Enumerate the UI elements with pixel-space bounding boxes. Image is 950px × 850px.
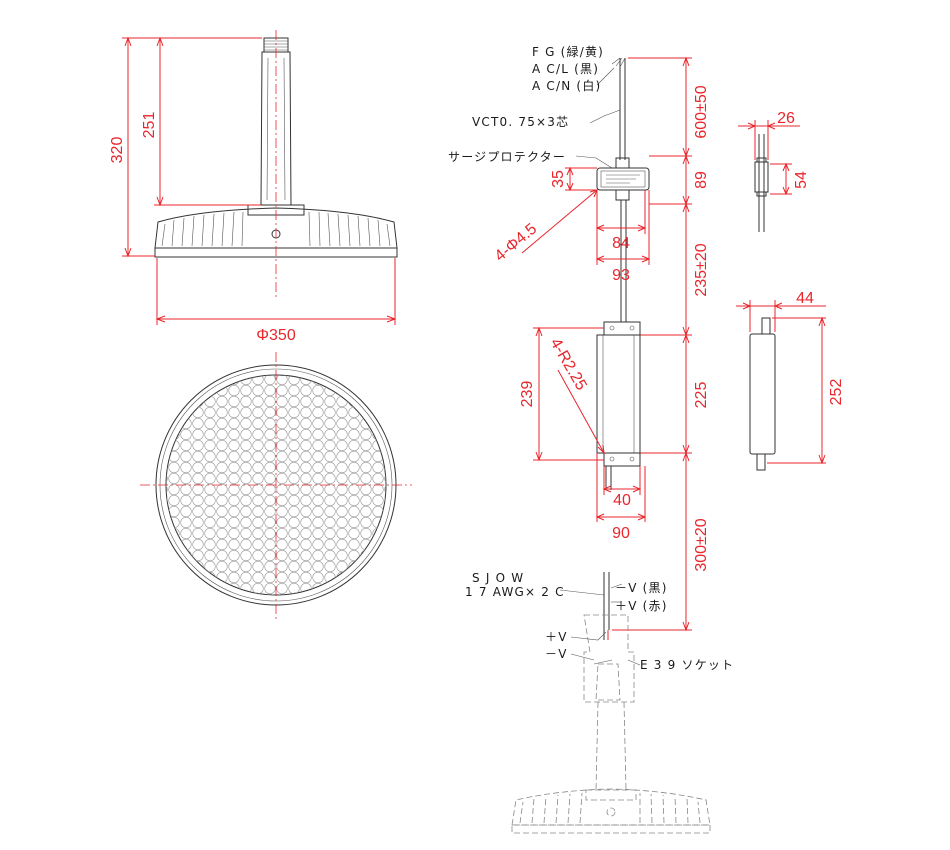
dim-mid-cable: 235±20 (693, 243, 710, 296)
label-socket: E 3 9 ソケット (640, 658, 734, 672)
label-wire-acl: A C/L (黒) (532, 62, 599, 76)
dim-protector-side-width: 26 (777, 110, 795, 127)
dim-driver-outer-height: 239 (519, 381, 536, 408)
label-neg-wire: －V (黒) (615, 581, 668, 595)
dim-driver-side-height: 252 (828, 379, 845, 406)
driver-side-view: 44 252 (736, 290, 845, 471)
dim-diameter: Φ350 (256, 327, 296, 344)
dim-top-cable: 600±50 (693, 85, 710, 138)
label-pos-wire: ＋V (赤) (615, 599, 668, 613)
dim-protector-inner-width: 84 (612, 235, 630, 252)
surge-protector-side-view: 26 54 (738, 110, 810, 232)
vertical-dimension-chain: 600±50 89 235±20 225 300±20 (612, 56, 710, 632)
dim-protector-side-height: 54 (793, 171, 810, 189)
dim-driver-side-width: 44 (796, 290, 814, 307)
dim-total-height: 320 (109, 137, 126, 164)
fixture-side-view: 320 251 Φ350 (109, 30, 398, 344)
label-socket-neg: －V (545, 647, 568, 661)
driver-front-view: 4-R2.25 239 40 90 (519, 321, 647, 542)
fixture-bottom-view (140, 352, 412, 622)
dim-bottom-cable: 300±20 (693, 518, 710, 571)
dim-protector-height: 35 (550, 170, 567, 188)
label-output-cable-spec: 1 7 AWG× 2 C (465, 585, 565, 599)
dim-driver-length: 225 (693, 382, 710, 409)
dim-stem-height: 251 (141, 112, 158, 139)
socket-phantom-view: ＋V －V E 3 9 ソケット (511, 614, 734, 834)
label-wire-acn: A C/N (白) (532, 78, 601, 93)
dim-corner-radius: 4-R2.25 (547, 336, 590, 394)
dim-driver-inner-width: 40 (613, 492, 631, 509)
heatsink (154, 207, 398, 249)
label-output-cable-type: S J O W (472, 571, 524, 585)
driver-side-body (749, 333, 776, 455)
e39-socket (583, 614, 635, 703)
label-surge-protector: サージプロテクター (448, 150, 566, 164)
dim-mount-holes: 4-Φ4.5 (492, 220, 541, 265)
surge-protector-view: F G (緑/黄) A C/L (黒) A C/N (白) VCT0. 75×3… (448, 44, 651, 322)
dim-driver-outer-width: 90 (612, 525, 630, 542)
label-input-cable: VCT0. 75×3芯 (472, 115, 569, 129)
dim-protector-outer-width: 93 (612, 267, 630, 284)
heatsink-fins (161, 211, 391, 247)
driver-body (596, 334, 641, 454)
output-cable-view: S J O W 1 7 AWG× 2 C －V (黒) ＋V (赤) (465, 571, 668, 640)
label-socket-pos: ＋V (545, 630, 568, 644)
dim-protector-length: 89 (693, 171, 710, 189)
label-wire-fg: F G (緑/黄) (532, 44, 604, 59)
